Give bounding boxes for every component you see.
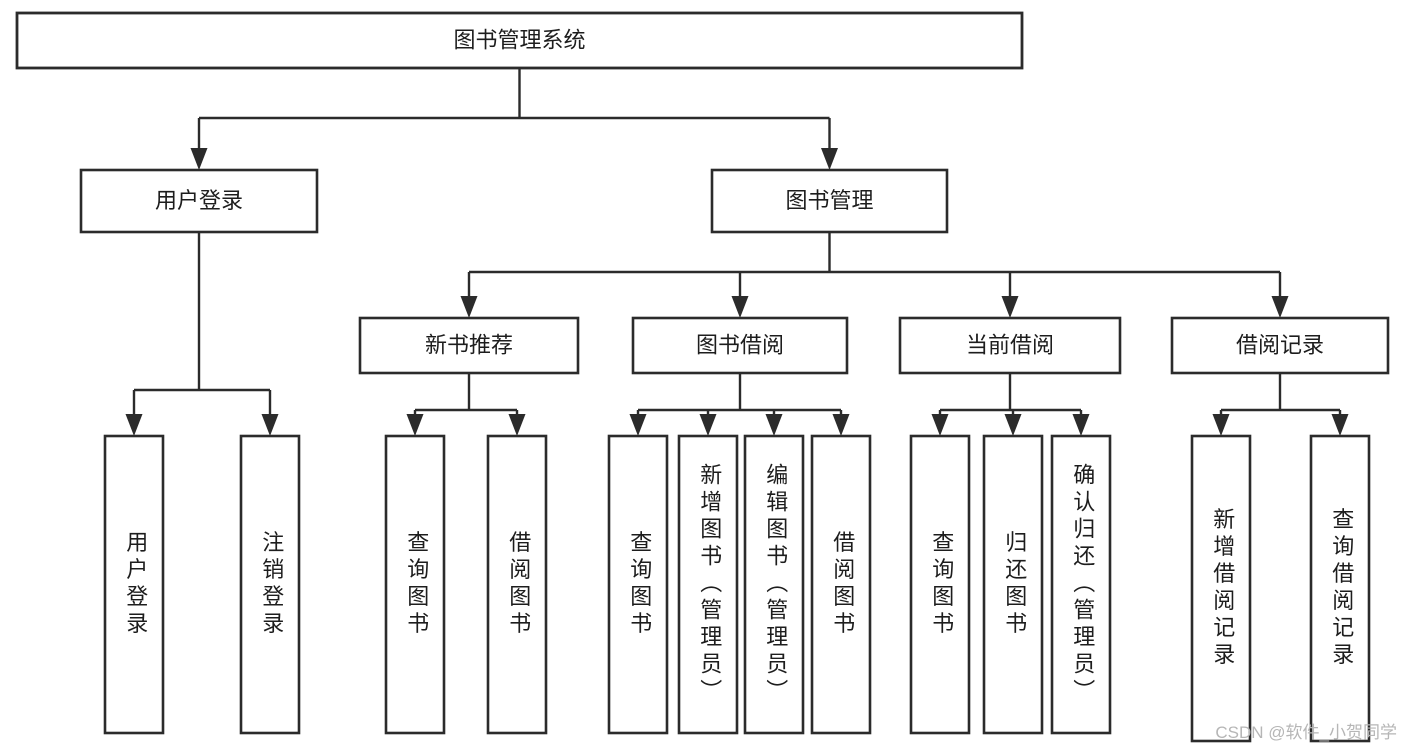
node-root[interactable]: 图书管理系统 [15,11,1024,70]
watermark-text: CSDN @软件_小贺同学 [1215,723,1397,742]
node-box-leaf-confirm-return[interactable] [1050,434,1112,735]
node-label-leaf-query-book-3: 查询图书 [929,531,954,639]
node-new-book-rec[interactable]: 新书推荐 [358,316,580,375]
edge-group-user-login [125,232,279,436]
edge-group-book-borrow [629,373,850,436]
node-layer: 图书管理系统用户登录图书管理新书推荐图书借阅当前借阅借阅记录用户登录注销登录查询… [15,11,1390,743]
node-box-new-book-rec[interactable] [358,316,580,375]
node-label-leaf-add-book: 新增图书（管理员） [697,463,722,706]
node-borrow-record[interactable]: 借阅记录 [1170,316,1390,375]
node-leaf-query-book-3[interactable]: 查询图书 [909,434,971,735]
node-label-borrow-record: 借阅记录 [1236,332,1324,357]
edge-group-root [190,68,838,170]
node-label-leaf-return-book: 归还图书 [1002,531,1027,639]
node-box-book-borrow[interactable] [631,316,849,375]
node-leaf-query-book-1[interactable]: 查询图书 [384,434,446,735]
node-label-leaf-query-book-1: 查询图书 [404,531,429,639]
node-label-leaf-logout: 注销登录 [259,531,284,639]
node-box-leaf-query-record[interactable] [1309,434,1371,743]
node-box-leaf-user-login[interactable] [103,434,165,735]
node-leaf-query-book-2[interactable]: 查询图书 [607,434,669,735]
node-user-login[interactable]: 用户登录 [79,168,319,234]
node-label-leaf-borrow-book-2: 借阅图书 [830,531,855,639]
node-leaf-logout[interactable]: 注销登录 [239,434,301,735]
node-box-user-login[interactable] [79,168,319,234]
node-current-borrow[interactable]: 当前借阅 [898,316,1122,375]
node-box-current-borrow[interactable] [898,316,1122,375]
node-label-user-login: 用户登录 [155,188,243,213]
node-label-leaf-add-record: 新增借阅记录 [1210,508,1235,670]
node-leaf-borrow-book-1[interactable]: 借阅图书 [486,434,548,735]
node-box-root[interactable] [15,11,1024,70]
node-label-new-book-rec: 新书推荐 [425,332,513,357]
node-label-book-manage: 图书管理 [785,188,873,213]
node-leaf-edit-book[interactable]: 编辑图书（管理员） [743,434,805,735]
node-box-borrow-record[interactable] [1170,316,1390,375]
node-label-book-borrow: 图书借阅 [696,332,784,357]
edge-group-book-manage [460,232,1289,318]
node-box-leaf-add-book[interactable] [677,434,739,735]
edge-layer [125,68,1349,436]
edge-group-new-book-rec [406,373,526,436]
node-leaf-borrow-book-2[interactable]: 借阅图书 [810,434,872,735]
node-book-borrow[interactable]: 图书借阅 [631,316,849,375]
node-box-leaf-query-book-2[interactable] [607,434,669,735]
node-box-leaf-return-book[interactable] [982,434,1044,735]
node-leaf-add-record[interactable]: 新增借阅记录 [1190,434,1252,743]
node-leaf-query-record[interactable]: 查询借阅记录 [1309,434,1371,743]
node-label-leaf-query-record: 查询借阅记录 [1329,508,1354,670]
node-box-leaf-borrow-book-2[interactable] [810,434,872,735]
node-label-leaf-user-login: 用户登录 [123,531,148,639]
node-label-current-borrow: 当前借阅 [966,332,1054,357]
node-box-leaf-edit-book[interactable] [743,434,805,735]
node-label-leaf-edit-book: 编辑图书（管理员） [763,463,788,706]
node-book-manage[interactable]: 图书管理 [710,168,949,234]
node-leaf-confirm-return[interactable]: 确认归还（管理员） [1050,434,1112,735]
node-box-leaf-logout[interactable] [239,434,301,735]
node-leaf-return-book[interactable]: 归还图书 [982,434,1044,735]
node-box-leaf-query-book-3[interactable] [909,434,971,735]
node-label-leaf-query-book-2: 查询图书 [627,531,652,639]
edge-group-borrow-record [1212,373,1349,436]
node-box-leaf-add-record[interactable] [1190,434,1252,743]
node-box-leaf-query-book-1[interactable] [384,434,446,735]
node-leaf-user-login[interactable]: 用户登录 [103,434,165,735]
edge-group-current-borrow [931,373,1090,436]
node-label-leaf-borrow-book-1: 借阅图书 [506,531,531,639]
node-box-leaf-borrow-book-1[interactable] [486,434,548,735]
node-label-leaf-confirm-return: 确认归还（管理员） [1070,463,1095,706]
node-leaf-add-book[interactable]: 新增图书（管理员） [677,434,739,735]
node-label-root: 图书管理系统 [453,27,585,52]
node-box-book-manage[interactable] [710,168,949,234]
